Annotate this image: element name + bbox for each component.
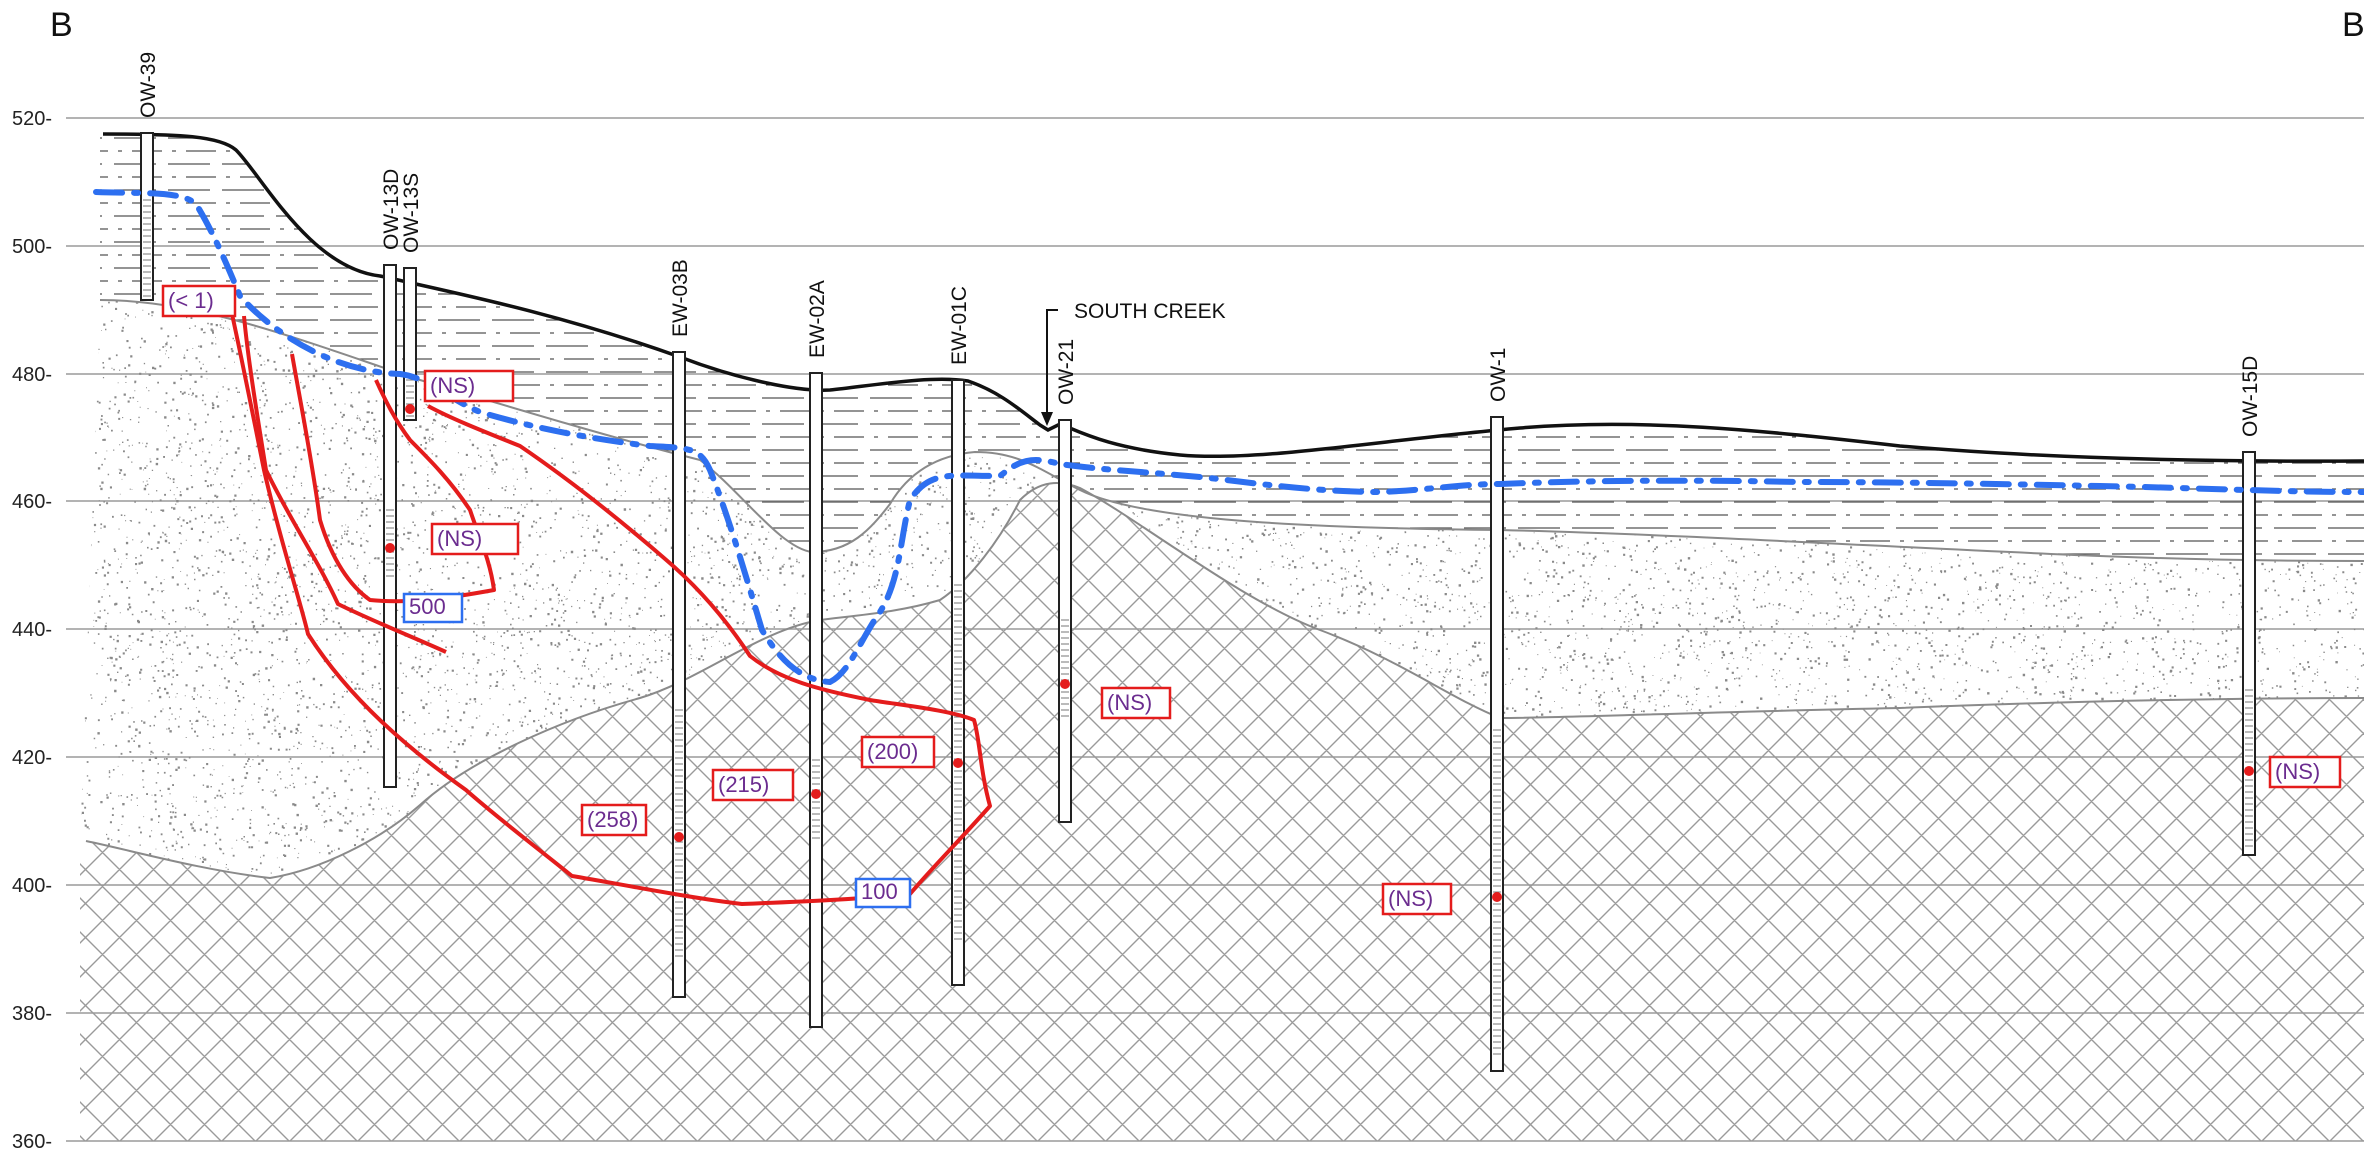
elevation-tick-label: 520- xyxy=(12,108,52,130)
sample-point xyxy=(953,758,963,768)
well-casing xyxy=(951,379,965,986)
well-screen xyxy=(675,709,683,957)
concentration-label: (200) xyxy=(860,735,936,769)
sample-point xyxy=(2244,766,2254,776)
label-box xyxy=(711,768,795,802)
label-text: (NS) xyxy=(1107,690,1152,715)
well-label: OW-15D xyxy=(2239,356,2262,437)
well-ew01c: EW-01C xyxy=(948,286,971,986)
concentration-label: (215) xyxy=(711,768,795,802)
water-table-line xyxy=(93,189,2364,686)
label-box xyxy=(423,369,515,403)
label-box xyxy=(430,522,520,556)
well-ow13s: OW-13S xyxy=(400,173,423,421)
sample-point xyxy=(405,404,415,414)
ground-surface-line xyxy=(102,132,2364,463)
elevation-tick-label: 460- xyxy=(12,491,52,513)
section-label-right: B xyxy=(2342,6,2364,44)
elevation-axis: 520- 500- 480- 460- 440- 420- 400- 380- 360- xyxy=(12,108,52,1153)
concentration-labels: (< 1) (NS) (NS) 500 (258) (215) (200) 100 (NS) (N… xyxy=(161,284,2342,916)
section-label-left: B xyxy=(50,6,73,44)
label-box xyxy=(402,592,464,624)
well-ow13d: OW-13D xyxy=(380,169,403,788)
label-text: (NS) xyxy=(1388,886,1433,911)
well-ew03b: EW-03B xyxy=(669,259,692,998)
sample-point xyxy=(385,543,395,553)
well-ow15d: OW-15D xyxy=(2239,356,2262,856)
well-casing xyxy=(403,267,417,421)
label-text: (200) xyxy=(867,739,918,764)
well-ow1: OW-1 xyxy=(1487,348,1510,1072)
well-casing xyxy=(383,264,397,788)
sample-point xyxy=(811,789,821,799)
contour-value-label: 100 xyxy=(854,877,912,909)
concentration-label: (258) xyxy=(580,803,648,837)
well-screen xyxy=(143,199,151,297)
well-label: EW-02A xyxy=(806,280,829,358)
label-box xyxy=(1100,686,1172,720)
sand-contact-line xyxy=(99,299,2364,562)
well-casing xyxy=(1058,419,1072,823)
label-box xyxy=(2268,755,2342,789)
well-label: OW-13D xyxy=(380,169,403,250)
creek-leader-line xyxy=(1046,309,1058,422)
south-creek-label: SOUTH CREEK xyxy=(1074,300,1226,323)
concentration-label: (NS) xyxy=(430,522,520,556)
well-label: EW-01C xyxy=(948,286,971,365)
label-text: (< 1) xyxy=(168,288,214,313)
well-ow39: OW-39 xyxy=(137,52,160,301)
sample-point xyxy=(1492,892,1502,902)
plume-contour-line xyxy=(290,353,496,604)
concentration-label: (< 1) xyxy=(161,284,237,318)
well-label: OW-39 xyxy=(137,52,160,118)
well-label: OW-21 xyxy=(1055,339,1078,405)
well-casing xyxy=(1490,416,1504,1072)
label-box xyxy=(1381,882,1453,916)
sample-point xyxy=(1060,679,1070,689)
elevation-tick-label: 500- xyxy=(12,236,52,258)
label-text: (215) xyxy=(718,772,769,797)
well-screen xyxy=(954,584,962,940)
label-box xyxy=(161,284,237,318)
label-text: (NS) xyxy=(430,373,475,398)
well-casing xyxy=(809,372,823,1028)
well-screen xyxy=(1493,729,1501,1055)
concentration-label: (NS) xyxy=(2268,755,2342,789)
elevation-tick-label: 360- xyxy=(12,1131,52,1153)
label-text: (NS) xyxy=(2275,759,2320,784)
elevation-tick-label: 420- xyxy=(12,747,52,769)
label-box xyxy=(854,877,912,909)
label-text: 500 xyxy=(409,594,446,619)
concentration-label: (NS) xyxy=(1100,686,1172,720)
elevation-tick-label: 440- xyxy=(12,619,52,641)
label-text: 100 xyxy=(861,879,898,904)
well-label: OW-13S xyxy=(400,173,423,253)
well-casing xyxy=(140,132,154,301)
well-label: EW-03B xyxy=(669,259,692,337)
label-text: (NS) xyxy=(437,526,482,551)
concentration-label: (NS) xyxy=(423,369,515,403)
label-text: (258) xyxy=(587,807,638,832)
bedrock-contact-line xyxy=(85,482,2364,880)
plume-contour-line xyxy=(242,315,447,654)
well-casing xyxy=(2242,451,2256,856)
creek-arrow-icon xyxy=(1041,412,1053,426)
well-screen xyxy=(2245,689,2253,847)
concentration-label: (NS) xyxy=(1381,882,1453,916)
elevation-tick-label: 480- xyxy=(12,364,52,386)
label-box xyxy=(860,735,936,769)
elevation-tick-label: 400- xyxy=(12,875,52,897)
well-ow21: OW-21 xyxy=(1055,339,1078,823)
well-ew02a: EW-02A xyxy=(806,280,829,1028)
contour-value-label: 500 xyxy=(402,592,464,624)
label-box xyxy=(580,803,648,837)
well-label: OW-1 xyxy=(1487,348,1510,402)
sample-points xyxy=(385,404,2254,902)
elevation-tick-label: 380- xyxy=(12,1003,52,1025)
sample-point xyxy=(674,832,684,842)
